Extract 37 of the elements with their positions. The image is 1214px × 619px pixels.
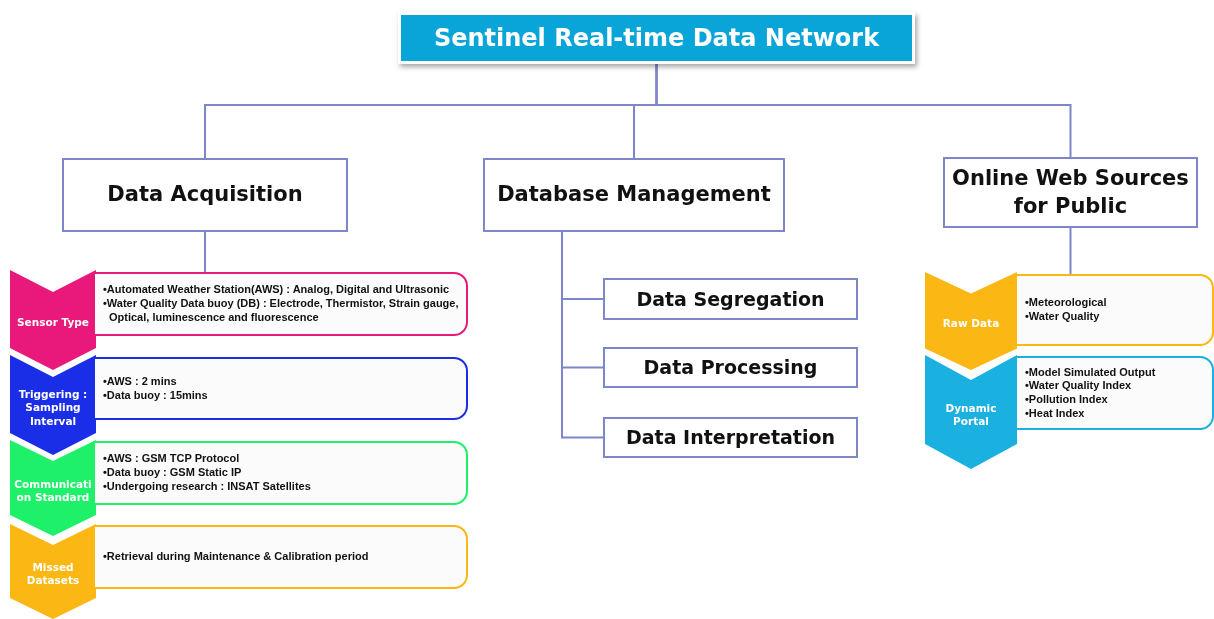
connector-line [655,63,1072,158]
chevron-label: Communication Standard [13,476,93,505]
bullet-list-box [93,525,468,589]
bullet-item: •Automated Weather Station(AWS) : Analog, Digital and Ultrasonic [103,283,451,298]
chevron-label: Dynamic Portal [944,401,998,430]
bullet-list-box [1015,274,1214,346]
bullet-item: •AWS : GSM TCP Protocol [103,452,241,467]
bullet-item: •Data buoy : 15mins [103,388,208,403]
bullet-item: •Model Simulated Output [1025,365,1156,380]
bullet-list-box [1015,356,1214,430]
connector-line [561,231,604,439]
process-box: Data Segregation [603,278,858,320]
chevron-label: Sensor Type [16,315,90,331]
category-box: Data Acquisition [62,158,348,232]
title-banner: Sentinel Real-time Data Network [398,12,915,64]
bullet-item: •Heat Index [1025,406,1086,421]
process-box: Data Interpretation [603,417,858,458]
connector-line [1069,227,1072,275]
bullet-item: •Retrieval during Maintenance & Calibration period [103,550,369,564]
chevron-label: Raw Data [941,316,1001,332]
connector-line [204,231,206,273]
bullet-item: •Data buoy : GSM Static IP [103,466,243,480]
bullet-list-box [93,441,468,505]
bullet-list-box [93,272,468,336]
bullet-item: •AWS : 2 mins [103,374,178,389]
bullet-item: •Meteorological [1025,296,1107,310]
bullet-item: •Water Quality [1025,310,1101,324]
process-box: Data Processing [603,347,858,388]
bullet-item: •Water Quality Data buoy (DB) : Electrode, Thermistor, Strain gauge, Optical, luminescence and fluorescence [103,297,460,325]
bullet-item: •Water Quality Index [1025,379,1133,393]
category-box: Online Web Sources for Public [943,157,1198,228]
bullet-item: •Undergoing research : INSAT Satellites [103,479,311,494]
chevron-label: Triggering : Sampling Interval [17,387,89,429]
chevron-label: Missed Datasets [25,560,81,589]
category-box: Database Management [483,158,785,232]
bullet-list-box [93,357,468,420]
bullet-item: •Pollution Index [1025,393,1109,407]
